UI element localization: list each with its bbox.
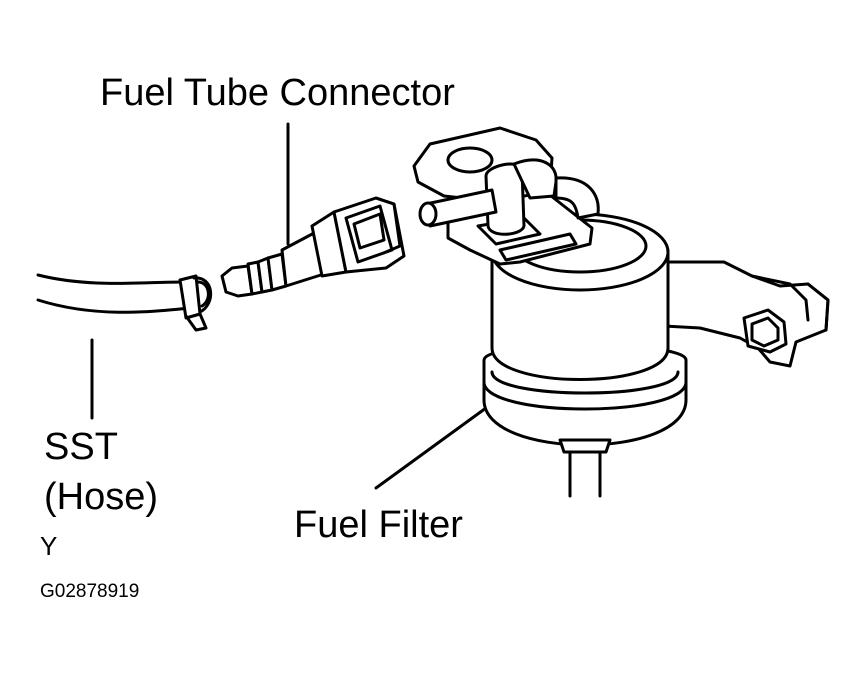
fuel-tube-connector-label: Fuel Tube Connector	[100, 72, 455, 114]
mounting-bracket	[658, 260, 830, 368]
outlet-pipe	[558, 438, 612, 498]
view-marker-label: Y	[40, 531, 58, 561]
hose-label: (Hose)	[44, 476, 159, 518]
sst-label: SST	[44, 426, 118, 468]
fuel-filter-label: Fuel Filter	[294, 504, 463, 546]
figure-code-label: G02878919	[40, 581, 140, 602]
sst-hose	[36, 273, 213, 332]
pointer-lines	[90, 122, 488, 490]
top-fitting	[412, 126, 600, 266]
fuel-tube-connector	[220, 196, 406, 298]
